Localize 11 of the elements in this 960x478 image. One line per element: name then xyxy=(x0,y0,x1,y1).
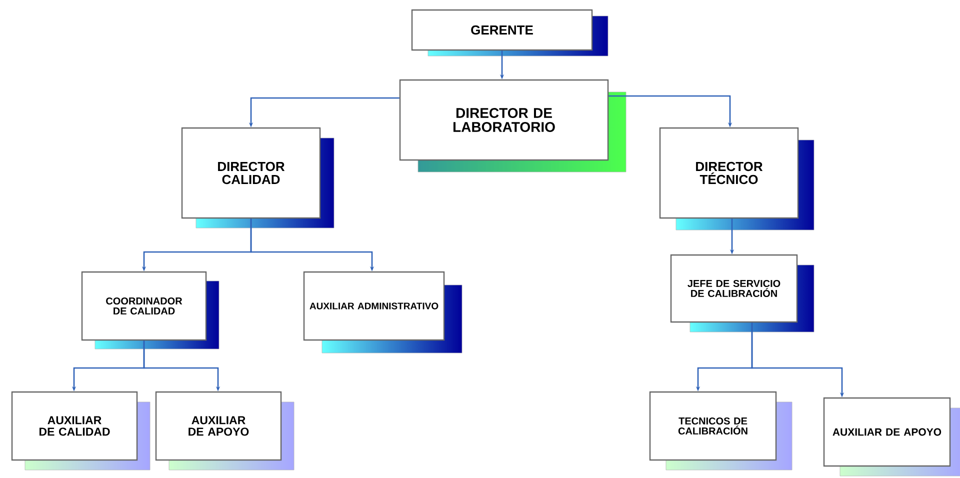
org-box: TECNICOS DE CALIBRACIÓN xyxy=(649,391,792,470)
org-box: JEFE DE SERVICIO DE CALIBRACIÓN xyxy=(670,254,814,332)
org-box: DIRECTOR CALIDAD xyxy=(181,127,334,228)
org-box: GERENTE xyxy=(411,9,608,56)
org-box: AUXILIAR DE CALIDAD xyxy=(11,391,150,470)
org-box: COORDINADOR DE CALIDAD xyxy=(81,271,220,350)
org-box: AUXILIAR ADMINISTRATIVO xyxy=(303,271,462,354)
org-box: AUXILIAR DE APOYO xyxy=(823,397,960,476)
org-box: AUXILIAR DE APOYO xyxy=(155,391,294,470)
org-box: DIRECTOR TÉCNICO xyxy=(659,127,814,230)
org-box: DIRECTOR DE LABORATORIO xyxy=(399,79,626,172)
